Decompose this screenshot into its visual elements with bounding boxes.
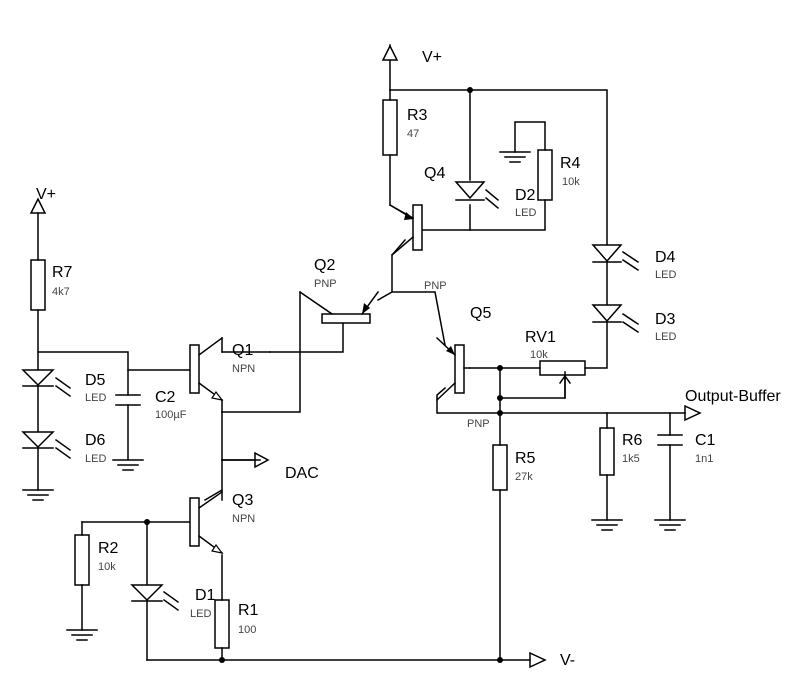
resistor-r5 [492, 444, 508, 491]
q5-top-type: PNP [424, 280, 447, 292]
c2-ref: C2 [155, 389, 176, 406]
output-arrow [684, 405, 702, 422]
dac-arrow [221, 451, 270, 469]
transistor-q3 [189, 490, 224, 555]
capacitor-c2 [115, 394, 141, 406]
d4-ref: D4 [655, 249, 676, 266]
ground-icon [499, 151, 531, 163]
c2-value: 100µF [155, 409, 187, 421]
r5-ref: R5 [515, 450, 536, 467]
q3-type: NPN [232, 513, 255, 525]
rv1-value: 10k [530, 349, 548, 361]
vminus-label: V- [560, 652, 575, 669]
d2-ref: D2 [515, 187, 536, 204]
d5-ref: D5 [85, 372, 106, 389]
d6-value: LED [85, 453, 106, 465]
r1-ref: R1 [238, 602, 259, 619]
r1-value: 100 [238, 624, 256, 636]
resistor-r6 [599, 427, 615, 476]
r2-ref: R2 [98, 540, 119, 557]
d3-value: LED [655, 331, 676, 343]
r6-value: 1k5 [622, 453, 640, 465]
r6-ref: R6 [622, 432, 643, 449]
led-d5 [21, 369, 72, 398]
d4-value: LED [655, 269, 676, 281]
potentiometer-rv1 [539, 360, 586, 399]
r4-value: 10k [562, 176, 580, 188]
led-d4 [591, 244, 640, 272]
d5-value: LED [85, 392, 106, 404]
resistor-r2 [74, 534, 90, 586]
r3-value: 47 [407, 128, 419, 140]
r5-value: 27k [515, 471, 533, 483]
vplus-top-label: V+ [422, 49, 442, 66]
q5-type: PNP [467, 418, 490, 430]
r2-value: 10k [98, 561, 116, 573]
q1-ref: Q1 [232, 342, 253, 359]
r7-value: 4k7 [52, 286, 70, 298]
r4-ref: R4 [560, 155, 581, 172]
d6-ref: D6 [85, 432, 106, 449]
resistor-r1 [214, 599, 230, 649]
q2-ref: Q2 [314, 257, 335, 274]
led-d2 [454, 181, 500, 210]
d1-ref: D1 [195, 587, 216, 604]
r7-ref: R7 [52, 264, 73, 281]
junction-dots [144, 87, 503, 663]
ground-icon [66, 629, 98, 641]
led-d1 [130, 584, 180, 612]
d2-value: LED [515, 207, 536, 219]
q3-ref: Q3 [232, 492, 253, 509]
q1-type: NPN [232, 363, 255, 375]
c1-value: 1n1 [695, 453, 713, 465]
led-d6 [21, 431, 72, 460]
dac-label: DAC [285, 465, 319, 482]
q5-ref: Q5 [470, 305, 491, 322]
q4-ref: Q4 [424, 165, 445, 182]
vplus-left-label: V+ [36, 186, 56, 203]
transistor-q5 [435, 336, 471, 402]
transistor-q4 [388, 203, 423, 257]
c1-ref: C1 [695, 432, 716, 449]
transistor-q1 [189, 336, 271, 413]
d3-ref: D3 [655, 311, 676, 328]
vplus-top-symbol [381, 44, 399, 91]
d1-value: LED [190, 608, 211, 620]
q2-type: PNP [314, 278, 337, 290]
ground-icon [22, 489, 54, 501]
ground-icon [112, 459, 144, 471]
wires [37, 89, 686, 661]
ground-icon [654, 519, 686, 531]
capacitor-c1 [657, 434, 683, 446]
resistor-r3 [382, 99, 398, 156]
ground-icon [591, 519, 623, 531]
output-label: Output-Buffer [685, 388, 781, 405]
vminus-arrow [529, 652, 547, 669]
resistor-r7 [30, 259, 46, 311]
resistor-r4 [537, 149, 553, 201]
transistor-q2 [298, 290, 380, 324]
rv1-ref: RV1 [525, 329, 556, 346]
led-d3 [591, 304, 640, 334]
r3-ref: R3 [407, 107, 428, 124]
